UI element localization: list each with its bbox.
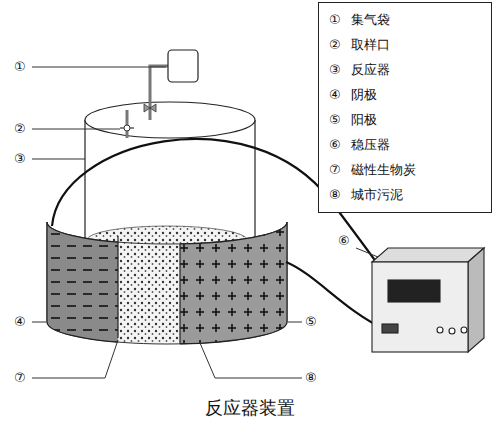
voltage-stabilizer xyxy=(372,248,484,352)
part-name: 取样口 xyxy=(351,36,481,54)
callout-number: ① xyxy=(14,58,26,76)
callout-number: ⑦ xyxy=(14,369,26,387)
part-name: 集气袋 xyxy=(351,11,481,29)
callout-number: ② xyxy=(14,120,26,138)
callout-number: ⑦ xyxy=(329,161,341,179)
callout-number: ④ xyxy=(329,86,341,104)
part-name: 反应器 xyxy=(351,61,481,79)
callout-number: ① xyxy=(329,11,341,29)
callout-number: ⑧ xyxy=(329,186,341,204)
sampling-port xyxy=(120,110,134,138)
part-name: 磁性生物炭 xyxy=(351,161,481,179)
sludge-with-biochar xyxy=(47,222,287,344)
figure-caption: 反应器装置 xyxy=(0,396,500,420)
callout-number: ③ xyxy=(329,61,341,79)
callout-number: ⑧ xyxy=(305,369,317,387)
anode-plate xyxy=(180,222,287,344)
cathode-plate xyxy=(47,222,118,344)
callout-number: ⑥ xyxy=(338,232,350,250)
part-name: 阳极 xyxy=(351,111,481,129)
reactor-cylinder xyxy=(85,102,255,245)
callout-number: ⑥ xyxy=(329,136,341,154)
plate-edge xyxy=(179,244,180,344)
callout-number: ④ xyxy=(14,313,26,331)
callout-number: ③ xyxy=(14,150,26,168)
part-name: 阴极 xyxy=(351,86,481,104)
callout-number: ② xyxy=(329,36,341,54)
plate-edge xyxy=(117,236,118,338)
gas-bag xyxy=(144,50,198,120)
legend-box: ① 集气袋 ② 取样口 ③ 反应器 ④ 阴极 ⑤ 阳极 ⑥ 稳压器 ⑦ 磁性生物炭 ⑧ 城市污泥 xyxy=(318,2,492,213)
part-name: 稳压器 xyxy=(351,136,481,154)
callout-number: ⑤ xyxy=(329,111,341,129)
callout-number: ⑤ xyxy=(305,313,317,331)
part-name: 城市污泥 xyxy=(351,186,481,204)
